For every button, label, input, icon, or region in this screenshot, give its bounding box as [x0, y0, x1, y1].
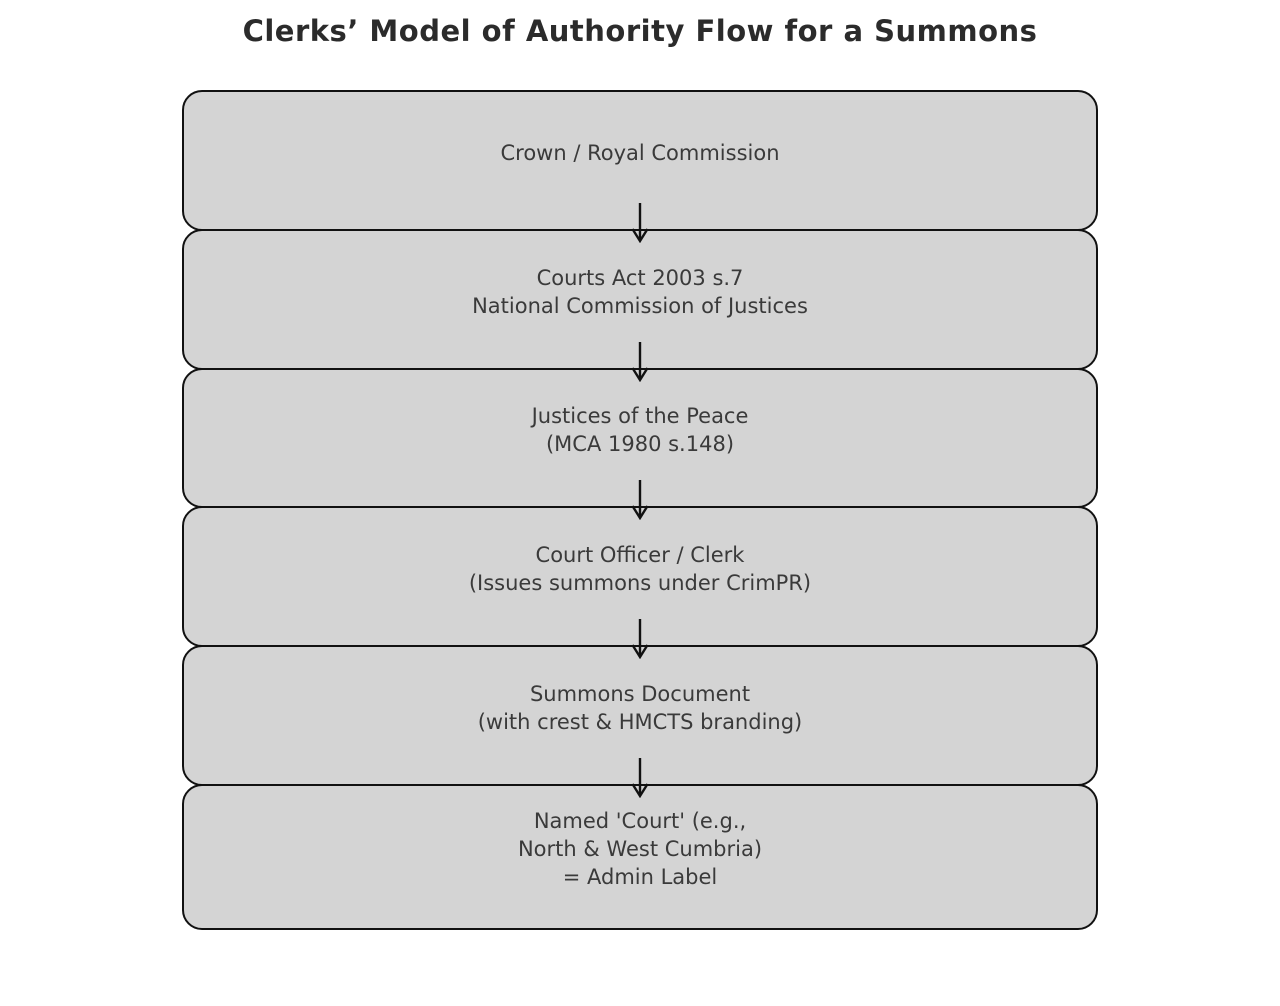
flow-node-label: National Commission of Justices [472, 293, 808, 318]
flow-node-label: Summons Document [529, 681, 751, 706]
flow-arrow-summons-document-to-named-court [629, 758, 651, 798]
flow-node-label: Named 'Court' (e.g., [533, 809, 747, 833]
flow-node-label: (with crest & HMCTS branding) [477, 709, 803, 734]
diagram-title: Clerks’ Model of Authority Flow for a Su… [242, 14, 1038, 48]
flow-arrow-courts-act-to-justices-of-the-peace [629, 342, 651, 382]
flow-node-label: Courts Act 2003 s.7 [536, 265, 744, 290]
flow-node-label: (Issues summons under CrimPR) [468, 570, 812, 595]
flow-node-label: Justices of the Peace [531, 404, 749, 428]
flow-arrow-court-officer-clerk-to-summons-document [629, 619, 651, 659]
flow-node-court-officer-clerk: Court Officer / Clerk (Issues summons und… [182, 506, 1098, 647]
flow-arrow-crown-to-courts-act [629, 203, 651, 243]
flow-node-label: Court Officer / Clerk [535, 542, 745, 567]
flow-node-named-court: Named 'Court' (e.g., North & West Cumbria… [182, 784, 1098, 930]
flow-node-label: = Admin Label [562, 865, 718, 889]
flow-node-label: (MCA 1980 s.148) [545, 432, 735, 456]
flow-node-label: Crown / Royal Commission [500, 140, 780, 165]
flow-node-label: North & West Cumbria) [517, 837, 763, 861]
flow-arrow-justices-of-the-peace-to-court-officer-clerk [629, 480, 651, 520]
